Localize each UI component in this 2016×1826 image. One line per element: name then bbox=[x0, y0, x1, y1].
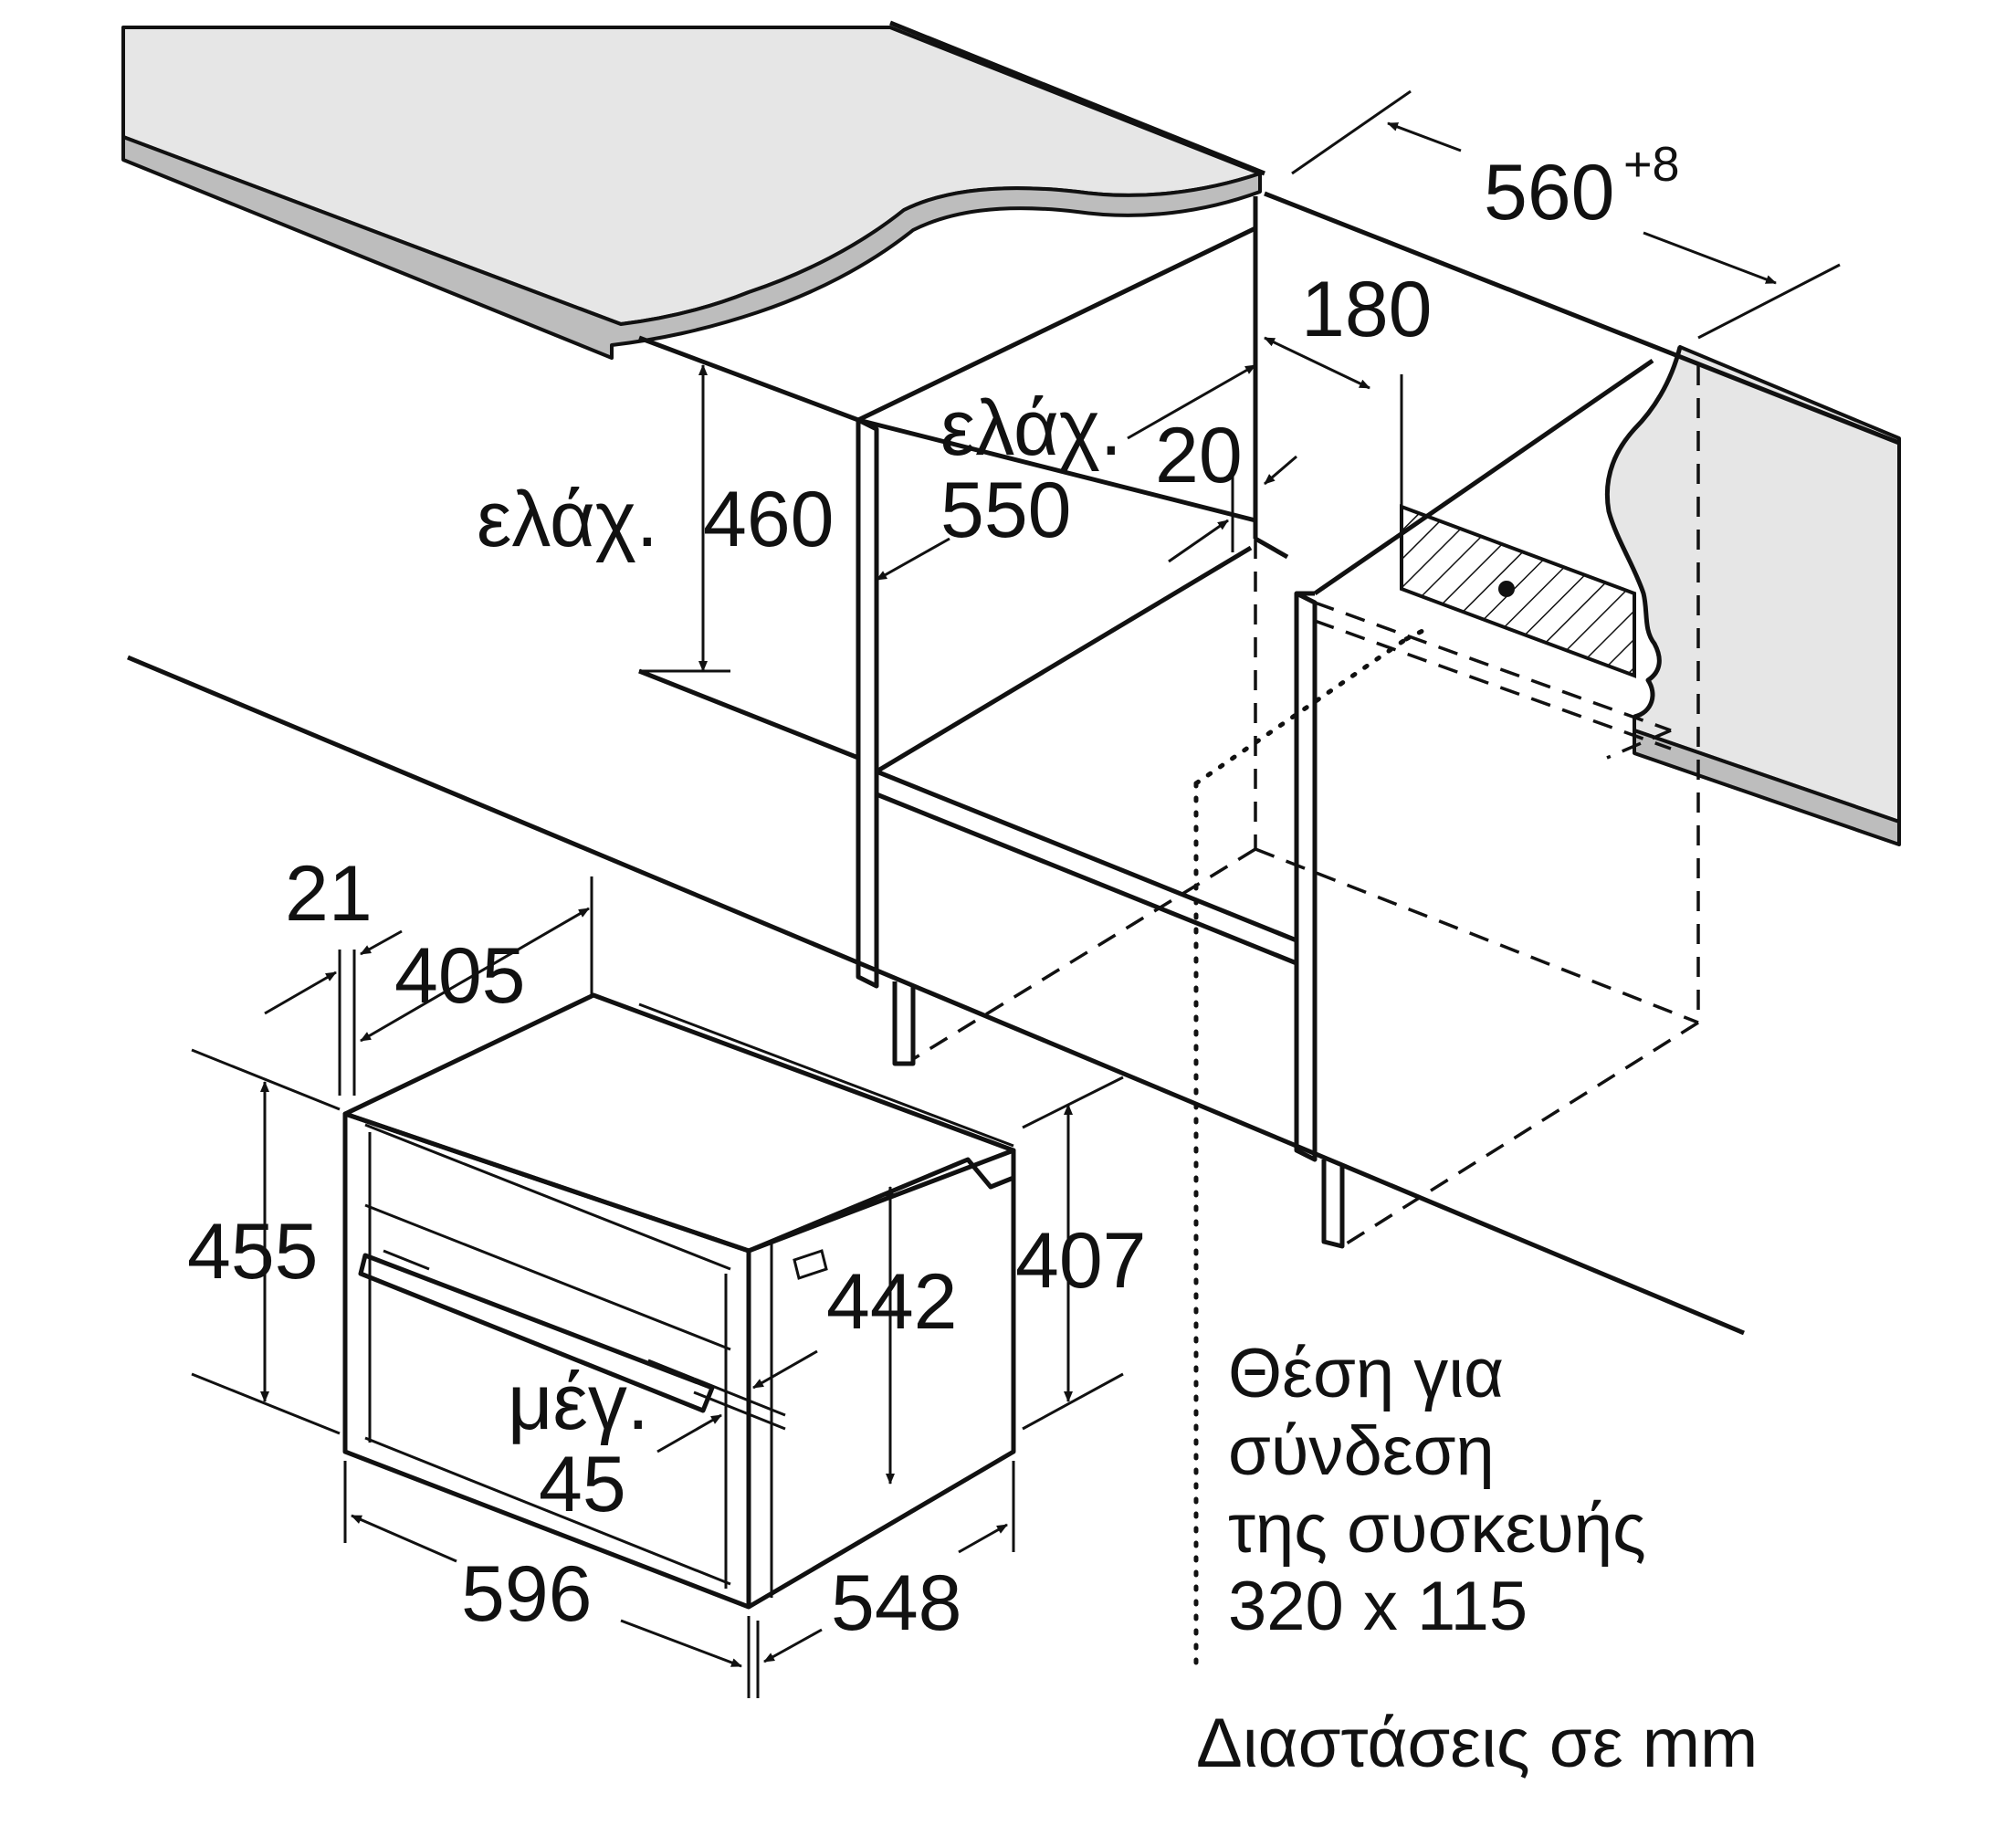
countertop-left bbox=[121, 26, 1262, 360]
dim-max-value: 45 bbox=[539, 1441, 626, 1528]
connection-note-line4: 320 x 115 bbox=[1228, 1568, 1528, 1645]
socket-area bbox=[1400, 504, 1636, 678]
dim-front-panel: 21 bbox=[285, 850, 373, 938]
dim-niche-width-tolerance: +8 bbox=[1623, 137, 1680, 192]
dim-niche-width: 560 bbox=[1484, 149, 1615, 236]
connection-note-line3: της συσκευής bbox=[1228, 1490, 1646, 1568]
units-note: Διαστάσεις σε mm bbox=[1196, 1705, 1758, 1782]
socket-dot bbox=[1498, 581, 1515, 597]
connection-note-line1: Θέση για bbox=[1228, 1335, 1504, 1412]
dim-min-height-prefix: ελάχ. bbox=[477, 476, 658, 563]
cabinet-dimension-lines bbox=[639, 89, 1841, 673]
dim-back-gap: 20 bbox=[1155, 412, 1243, 499]
dim-inner-height: 442 bbox=[826, 1258, 958, 1346]
dim-width: 596 bbox=[461, 1550, 593, 1638]
countertop-right bbox=[1604, 345, 1901, 846]
cabinet-niche bbox=[127, 20, 1900, 1674]
connection-note-line2: σύνδεση bbox=[1228, 1412, 1495, 1490]
dim-depth: 548 bbox=[831, 1559, 962, 1647]
appliance-dimension-lines bbox=[191, 876, 1124, 1698]
dim-body-height: 407 bbox=[1015, 1217, 1147, 1305]
dim-socket-offset: 180 bbox=[1301, 266, 1433, 353]
dim-min-depth: 550 bbox=[940, 467, 1072, 554]
connection-note: Θέση για σύνδεση της συσκευής 320 x 115 bbox=[1228, 1335, 1646, 1645]
dim-min-height: 460 bbox=[703, 476, 835, 563]
dim-top-depth: 405 bbox=[394, 932, 526, 1020]
dim-max-prefix: μέγ. bbox=[508, 1359, 649, 1446]
appliance-body bbox=[342, 992, 1016, 1610]
dim-min-depth-prefix: ελάχ. bbox=[940, 384, 1122, 472]
dim-height: 455 bbox=[187, 1208, 319, 1296]
